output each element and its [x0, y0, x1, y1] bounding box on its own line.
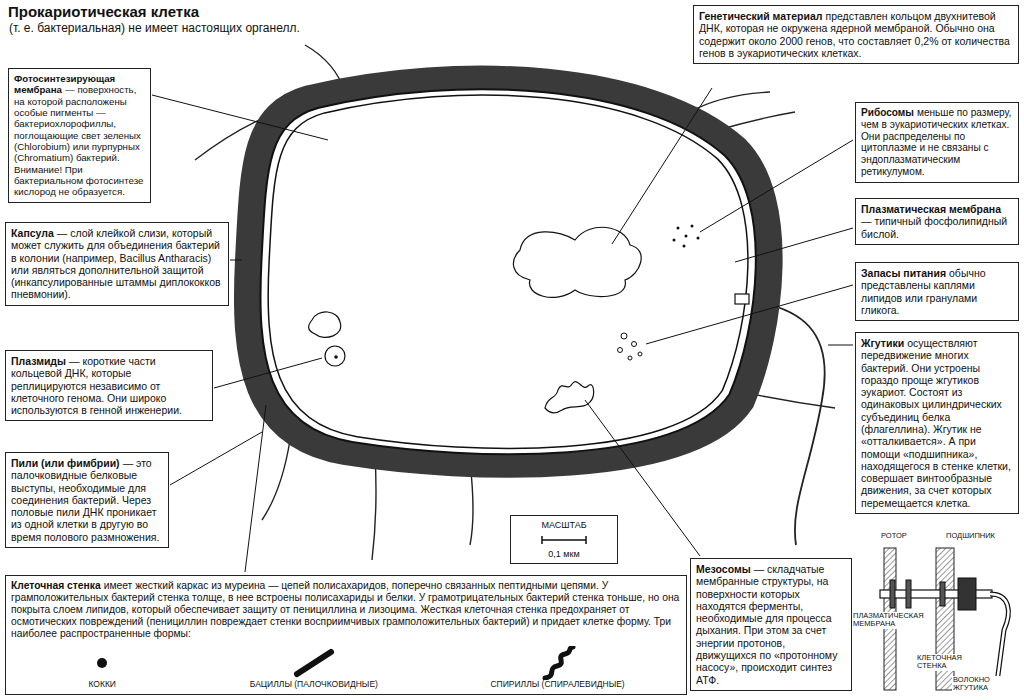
- rect-part: [958, 578, 976, 610]
- box-heading: Плазмиды: [11, 355, 66, 367]
- scale-line: [542, 536, 586, 544]
- box-body: имеет жесткий каркас из муреина — цепей …: [11, 580, 679, 639]
- box-heading: Запасы питания: [861, 267, 946, 279]
- plasma-membrane: [268, 95, 748, 448]
- line-part: [245, 405, 266, 572]
- shape-label: СПИРИЛЛЫ (СПИРАЛЕВИДНЫЕ): [490, 680, 624, 690]
- box-heading: Клеточная стенка: [11, 580, 101, 591]
- circle-part: [677, 227, 680, 230]
- rect-part: [940, 582, 945, 606]
- shape-item: БАЦИЛЛЫ (ПАЛОЧКОВИДНЫЕ): [250, 646, 378, 690]
- mesosome: [545, 382, 594, 413]
- line-part: [828, 345, 853, 346]
- rect-part: [890, 580, 895, 608]
- g-part: [260, 89, 755, 454]
- inset-label: РОТОР: [880, 532, 908, 540]
- inset-label: КЛЕТОЧНАЯ СТЕНКА: [916, 654, 960, 671]
- box-heading: Плазматическая мембрана: [861, 203, 1001, 215]
- callout-box: Плазмиды— короткие части кольцевой ДНК, …: [5, 350, 213, 421]
- callout-box: Генетический материалпредставлен кольцом…: [693, 5, 1019, 64]
- coccus-shape: [67, 646, 137, 680]
- inset-label: ПОДШИПНИК: [945, 532, 996, 540]
- circle-part: [673, 239, 676, 242]
- nucleoid: [513, 227, 641, 297]
- box-heading: Рибосомы: [861, 107, 914, 118]
- plasmid: [325, 346, 345, 366]
- scale-heading: МАСШТАБ: [516, 520, 612, 531]
- ribosomes: [673, 225, 700, 248]
- line-part: [170, 432, 262, 485]
- line-part: [646, 285, 853, 344]
- callout-box: Жгутикиосуществляют передвижение многих …: [855, 332, 1019, 514]
- callout-box: Плазматическая мембрана— типичный фосфол…: [855, 198, 1019, 245]
- food-granules: [618, 333, 643, 360]
- box-heading: Пили (или фимбрии): [11, 457, 120, 469]
- cell-wall: [260, 89, 755, 454]
- scale-value: 0,1 мкм: [516, 549, 612, 560]
- rect-part: [906, 580, 911, 608]
- box-body: — типичный фосфолипидный бислой.: [861, 215, 1007, 239]
- capsule: [249, 81, 768, 463]
- flagellum-bearing: [735, 294, 749, 304]
- shape-item: СПИРИЛЛЫ (СПИРАЛЕВИДНЫЕ): [490, 646, 624, 690]
- line-part: [612, 88, 712, 244]
- box-heading: Капсула: [11, 227, 54, 239]
- circle-part: [618, 348, 623, 353]
- plasmid-dot: [334, 355, 338, 359]
- line-part: [214, 358, 322, 388]
- callout-box: Мезосомы— складчатые мембранные структур…: [690, 558, 852, 691]
- path-part: [262, 440, 290, 520]
- circle-part: [691, 225, 694, 228]
- coccus-outline: [97, 658, 107, 668]
- bacillus-outline: [297, 652, 331, 674]
- callout-box: Пили (или фимбрии)— это палочковидные бе…: [5, 452, 169, 548]
- title: Прокариотическая клетка: [8, 3, 199, 20]
- circle-part: [628, 356, 632, 360]
- path-part: [690, 92, 770, 112]
- callout-box: Капсула— слой клейкой слизи, который мож…: [5, 222, 229, 306]
- circle-part: [621, 333, 627, 339]
- line-part: [152, 95, 328, 140]
- box-heading: Мезосомы: [696, 563, 751, 575]
- box-body: — складчатые мембранные структуры, на по…: [696, 563, 837, 686]
- line-part: [230, 260, 242, 261]
- box-body: — поверхность, на которой расположены ос…: [14, 84, 143, 197]
- callout-box: Клеточная стенкаимеет жесткий каркас из …: [5, 575, 687, 695]
- callout-box: МАСШТАБ 0,1 мкм: [510, 515, 618, 564]
- circle-part: [697, 237, 700, 240]
- spirillum-shape: [523, 646, 593, 680]
- box-heading: Генетический материал: [699, 10, 822, 22]
- box-body: осуществляют передвижение многих бактери…: [861, 337, 1011, 509]
- callout-box: Фотосинтезирующая мембрана— поверхность,…: [8, 68, 151, 203]
- spirillum-outline: [545, 647, 573, 678]
- callout-box: Запасы питанияобычно представлены каплям…: [855, 262, 1019, 321]
- leader-lines: [152, 88, 853, 572]
- bacillus-shape: [279, 646, 349, 680]
- plasmid-blob: [309, 312, 341, 337]
- inset-label: ВОЛОКНО ЖГУТИКА: [952, 676, 1004, 693]
- shape-label: КОККИ: [89, 680, 116, 690]
- g-part: [268, 95, 748, 448]
- inset-label: ПЛАЗМАТИЧЕСКАЯ МЕМБРАНА: [852, 612, 916, 629]
- shape-row: КОККИ БАЦИЛЛЫ (ПАЛОЧКОВИДНЫЕ) СПИРИЛЛЫ (СП…: [11, 646, 681, 690]
- circle-part: [683, 245, 686, 248]
- circle-part: [638, 352, 642, 356]
- scale-bar: [534, 533, 594, 547]
- circle-part: [632, 342, 637, 347]
- box-body: — это палочковидные белковые выступы, не…: [11, 457, 159, 543]
- path-part: [372, 455, 376, 560]
- callout-box: Рибосомыменьше по размеру, чем в эукарио…: [855, 102, 1019, 183]
- line-part: [700, 140, 853, 232]
- circle-part: [685, 235, 688, 238]
- shape-label: БАЦИЛЛЫ (ПАЛОЧКОВИДНЫЕ): [250, 680, 378, 690]
- box-heading: Жгутики: [861, 337, 904, 349]
- line-part: [735, 228, 853, 262]
- pili: [195, 45, 835, 560]
- shape-item: КОККИ: [67, 646, 137, 690]
- subtitle: (т. е. бактериальная) не имеет настоящих…: [8, 22, 301, 35]
